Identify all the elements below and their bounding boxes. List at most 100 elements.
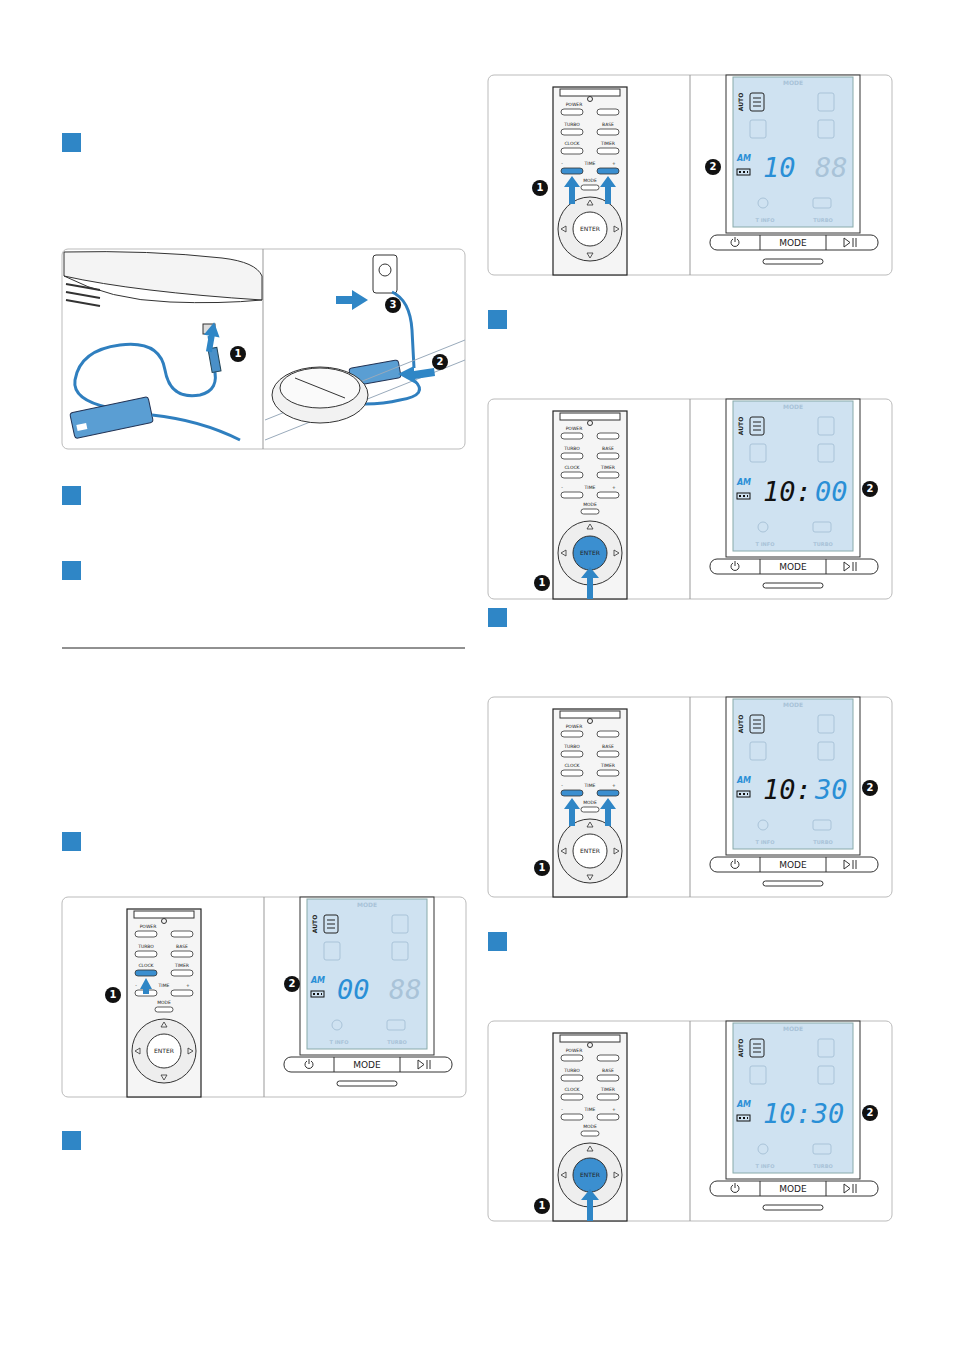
callout-number: 2 xyxy=(867,1108,874,1118)
button-label: - xyxy=(135,984,137,989)
display-screen xyxy=(307,899,427,1049)
am-indicator: AM xyxy=(737,777,751,785)
press-arrow xyxy=(564,798,580,826)
remote-button xyxy=(597,453,619,459)
button-label: CLOCK xyxy=(564,142,579,147)
base-button-label: MODE xyxy=(779,239,806,248)
remote-button xyxy=(561,1055,583,1061)
d-pad xyxy=(132,1019,196,1083)
mode-label: AUTO xyxy=(312,915,318,934)
remote-button xyxy=(171,931,193,937)
press-arrow xyxy=(581,567,599,599)
remote-button xyxy=(561,433,583,439)
remote-button xyxy=(561,1094,583,1100)
display-screen xyxy=(733,1023,853,1173)
callout-number: 3 xyxy=(390,300,397,310)
button-label: TIME xyxy=(585,486,596,491)
button-label: TIMER xyxy=(601,142,615,147)
remote-body xyxy=(553,709,627,897)
remote-button xyxy=(171,990,193,996)
button-label: ENTER xyxy=(580,226,600,232)
button-label: - xyxy=(561,784,563,789)
display-option: TURBO xyxy=(387,1040,406,1045)
base-button-label: MODE xyxy=(779,563,806,572)
button-label: - xyxy=(561,486,563,491)
button-label: - xyxy=(561,1108,563,1113)
remote-button xyxy=(561,453,583,459)
button-label: BASE xyxy=(602,745,614,750)
clock-digits: 10 xyxy=(763,154,796,181)
remote-button xyxy=(171,951,193,957)
battery-icon xyxy=(737,493,750,499)
display-option: TURBO xyxy=(813,1164,832,1169)
button-label: POWER xyxy=(566,103,583,108)
remote-button xyxy=(561,770,583,776)
button-label: BASE xyxy=(602,123,614,128)
button-label: TURBO xyxy=(564,1069,580,1074)
callout-number: 1 xyxy=(235,349,242,359)
battery-icon xyxy=(737,169,750,175)
remote-button xyxy=(171,970,193,976)
figure xyxy=(488,1021,892,1221)
remote-body xyxy=(553,1033,627,1221)
clock-digits: 88 xyxy=(389,976,422,1003)
remote-display-figures xyxy=(62,75,892,1221)
button-label: MODE xyxy=(583,1125,597,1130)
callout-number: 2 xyxy=(867,783,874,793)
button-label: + xyxy=(612,162,616,167)
button-label: POWER xyxy=(140,925,157,930)
remote-button xyxy=(561,472,583,478)
remote-button xyxy=(561,168,583,174)
callout-number: 2 xyxy=(289,979,296,989)
am-indicator: AM xyxy=(737,155,751,163)
button-label: TIMER xyxy=(601,466,615,471)
button-label: CLOCK xyxy=(564,1088,579,1093)
button-label: ENTER xyxy=(580,848,600,854)
remote-button xyxy=(135,951,157,957)
button-label: MODE xyxy=(583,179,597,184)
callout-number: 1 xyxy=(537,183,544,193)
display-bezel xyxy=(726,399,860,557)
display-bezel xyxy=(726,1021,860,1179)
button-label: MODE xyxy=(157,1001,171,1006)
remote-button xyxy=(597,1055,619,1061)
base-button-label: MODE xyxy=(779,861,806,870)
remote-button xyxy=(561,751,583,757)
remote-button xyxy=(597,168,619,174)
display-screen xyxy=(733,699,853,849)
press-arrow xyxy=(564,176,580,204)
button-label: ENTER xyxy=(154,1048,174,1054)
figure xyxy=(488,399,892,599)
button-label: + xyxy=(186,984,190,989)
display-option: TURBO xyxy=(813,840,832,845)
section-rule xyxy=(62,648,465,649)
button-label: BASE xyxy=(602,1069,614,1074)
display-option: TURBO xyxy=(813,542,832,547)
button-label: POWER xyxy=(566,725,583,730)
remote-button xyxy=(597,770,619,776)
remote-button xyxy=(561,109,583,115)
callout-number: 1 xyxy=(539,1201,546,1211)
remote-button xyxy=(561,790,583,796)
display-heading: MODE xyxy=(783,1026,803,1032)
display-heading: MODE xyxy=(783,80,803,86)
mode-label: AUTO xyxy=(738,93,744,112)
remote-body xyxy=(553,411,627,599)
callout-number: 2 xyxy=(437,357,444,367)
mode-label: AUTO xyxy=(738,715,744,734)
button-label: TIMER xyxy=(601,1088,615,1093)
remote-button xyxy=(561,731,583,737)
button-label: + xyxy=(612,486,616,491)
clock-digits: 88 xyxy=(815,154,848,181)
display-option: T INFO xyxy=(330,1040,349,1045)
button-label: + xyxy=(612,1108,616,1113)
remote-body xyxy=(127,909,201,1097)
button-label: CLOCK xyxy=(138,964,153,969)
clock-digits: 10:30 xyxy=(763,1100,844,1127)
display-heading: MODE xyxy=(783,404,803,410)
figure xyxy=(62,897,466,1097)
battery-icon xyxy=(737,1115,750,1121)
